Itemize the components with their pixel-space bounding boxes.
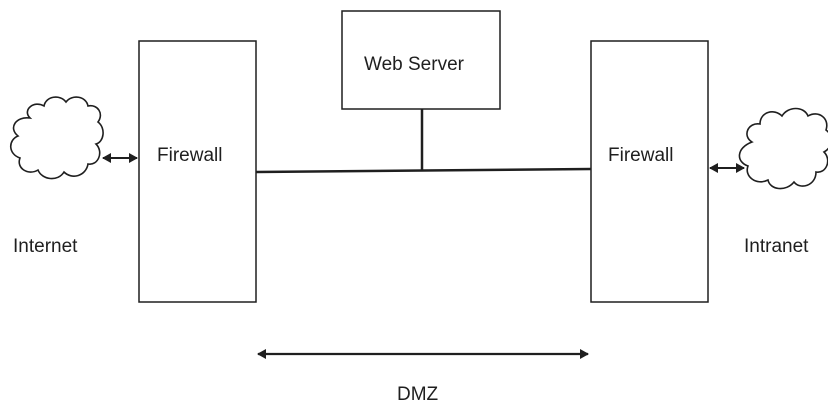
web-server-label: Web Server	[364, 54, 464, 75]
dmz-label: DMZ	[397, 384, 439, 405]
internet-label: Internet	[13, 236, 78, 257]
firewall-left-box	[138, 40, 257, 303]
intranet-cloud-icon	[738, 107, 828, 190]
firewall-left-label: Firewall	[157, 145, 223, 166]
firewall-right-label: Firewall	[608, 145, 674, 166]
firewall-right-box	[590, 40, 709, 303]
web-server-box	[341, 10, 501, 110]
intranet-label: Intranet	[744, 236, 809, 257]
dmz-network-line	[255, 167, 592, 174]
internet-cloud-icon	[9, 96, 104, 180]
